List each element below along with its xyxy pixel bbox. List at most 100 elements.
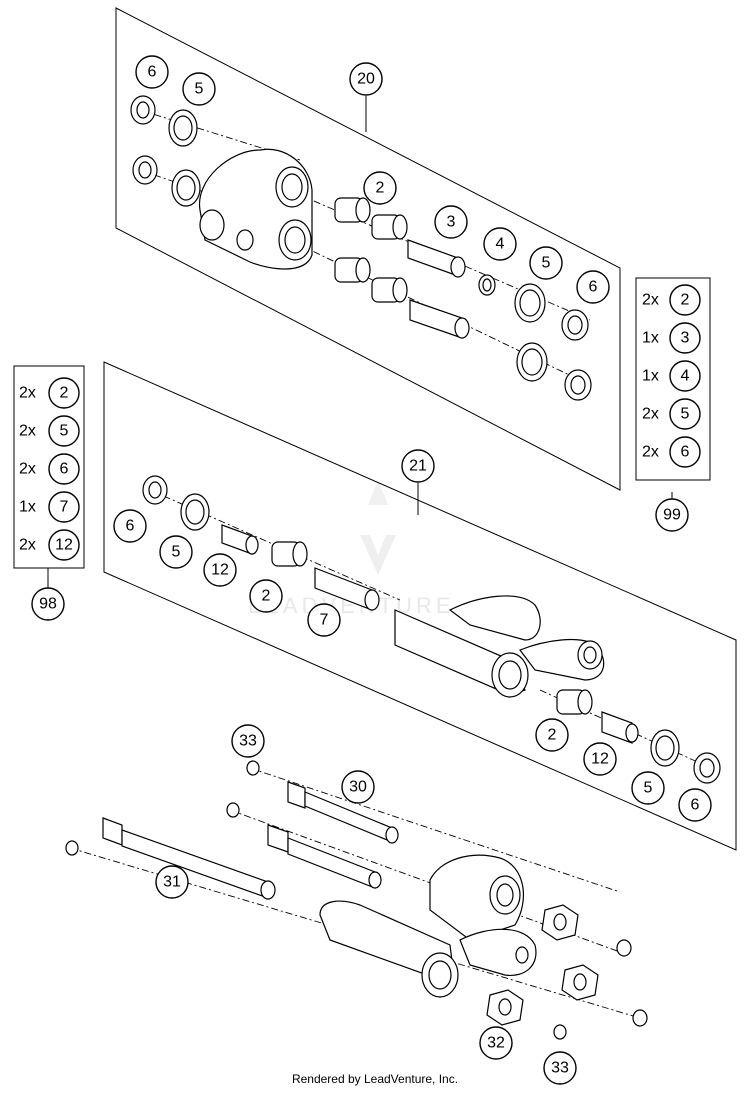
bearing-5-right-upper-icon <box>514 283 546 323</box>
seal-6-right-21-icon <box>693 752 721 784</box>
bearing-5-left-lower-icon <box>171 169 201 207</box>
svg-text:1x: 1x <box>19 499 36 516</box>
bearing-5-left-21-icon <box>180 493 210 531</box>
svg-text:30: 30 <box>349 779 367 796</box>
svg-text:2x: 2x <box>19 537 36 554</box>
svg-text:2: 2 <box>262 588 271 605</box>
svg-text:3: 3 <box>447 214 456 231</box>
cap-lower-icon <box>632 1009 648 1027</box>
footer-credit: Rendered by LeadVenture, Inc. <box>292 1072 458 1086</box>
kit-98-row-0: 2x 2 <box>19 377 80 409</box>
bushing-2-right-21-icon <box>556 689 593 715</box>
svg-text:12: 12 <box>591 751 609 768</box>
leader-lines <box>47 96 673 588</box>
spacer-3-icon <box>407 239 466 278</box>
svg-text:5: 5 <box>542 255 551 272</box>
svg-text:5: 5 <box>644 780 653 797</box>
kit-98-callout: 98 <box>31 587 65 621</box>
callout-p3a: 3 <box>434 205 468 239</box>
svg-text:2: 2 <box>60 385 69 402</box>
svg-text:4: 4 <box>681 368 690 385</box>
svg-text:31: 31 <box>163 874 181 891</box>
svg-text:20: 20 <box>357 71 375 88</box>
svg-text:2x: 2x <box>642 406 659 423</box>
assembly-20-panel <box>115 7 621 491</box>
callout-p6a: 6 <box>135 55 169 89</box>
callout-p12a: 12 <box>203 553 237 587</box>
svg-text:32: 32 <box>487 1035 505 1052</box>
assembly-20-parts <box>130 95 592 401</box>
svg-text:12: 12 <box>55 537 73 554</box>
callout-p30: 30 <box>341 770 375 804</box>
svg-text:6: 6 <box>60 461 69 478</box>
kit-99-row-2: 1x 4 <box>642 360 701 392</box>
svg-text:21: 21 <box>409 458 427 475</box>
callout-p2c: 2 <box>535 718 569 752</box>
kit-98-row-2: 2x 6 <box>19 453 80 485</box>
svg-text:1x: 1x <box>642 330 659 347</box>
svg-text:33: 33 <box>239 733 257 750</box>
svg-text:12: 12 <box>211 562 229 579</box>
callout-p5d: 5 <box>631 771 665 805</box>
callout-p2b: 2 <box>249 579 283 613</box>
callout-p6d: 6 <box>678 788 712 822</box>
svg-text:2: 2 <box>376 180 385 197</box>
callout-p5a: 5 <box>182 72 216 106</box>
nut-upper-icon <box>541 904 579 941</box>
link-arm-icon <box>394 595 605 698</box>
sleeve-7-icon <box>314 567 380 611</box>
callout-p6b: 6 <box>576 270 610 304</box>
bushing-2-lower-b-icon <box>371 277 408 303</box>
svg-text:2x: 2x <box>19 385 36 402</box>
kit-99-row-4: 2x 6 <box>642 436 701 468</box>
svg-text:6: 6 <box>126 518 135 535</box>
seal-6-left-upper-icon <box>130 95 156 125</box>
svg-text:2: 2 <box>681 292 690 309</box>
callout-p2a: 2 <box>363 171 397 205</box>
svg-text:2x: 2x <box>642 292 659 309</box>
bolt-31-icon <box>102 817 276 900</box>
svg-text:5: 5 <box>60 423 69 440</box>
svg-text:6: 6 <box>589 279 598 296</box>
bushing-2-upper-icon <box>334 197 371 223</box>
seal-6-right-lower-icon <box>564 369 592 401</box>
screw-33-bottom-icon <box>553 1024 567 1040</box>
callout-p12b: 12 <box>583 742 617 776</box>
bolt-30-icon <box>287 781 399 844</box>
svg-text:2x: 2x <box>642 444 659 461</box>
callout-p33a: 33 <box>231 724 265 758</box>
svg-text:7: 7 <box>60 499 69 516</box>
bolt-middle-icon <box>267 824 382 889</box>
kit-98-row-4: 2x 12 <box>19 529 80 561</box>
svg-text:2x: 2x <box>19 461 36 478</box>
bushing-2-upper-b-icon <box>371 214 408 240</box>
bearing-5-right-21-icon <box>650 729 680 767</box>
callouts: 20 21 6 5 2 3 4 5 6 6 5 12 2 7 2 12 5 6 … <box>113 55 712 1085</box>
svg-text:7: 7 <box>320 612 329 629</box>
screw-mid-icon <box>226 802 240 818</box>
lower-assembly <box>65 760 648 1040</box>
spacer-lower-icon <box>409 299 470 339</box>
bushing-2-lower-icon <box>334 257 371 283</box>
svg-text:98: 98 <box>39 596 57 613</box>
callout-p4a: 4 <box>483 227 517 261</box>
assembly-21-parts <box>142 475 721 784</box>
kit-99-row-3: 2x 5 <box>642 398 701 430</box>
svg-text:1x: 1x <box>642 368 659 385</box>
callout-p5c: 5 <box>159 535 193 569</box>
lever-housing-icon <box>198 148 313 270</box>
callout-p31: 31 <box>155 865 189 899</box>
svg-text:5: 5 <box>172 544 181 561</box>
bearing-5-left-upper-icon <box>168 109 198 147</box>
svg-text:6: 6 <box>681 444 690 461</box>
svg-text:5: 5 <box>681 406 690 423</box>
svg-text:5: 5 <box>195 81 204 98</box>
screw-33-top-icon <box>246 760 260 776</box>
svg-text:6: 6 <box>691 797 700 814</box>
nut-middle-icon <box>561 964 599 1001</box>
